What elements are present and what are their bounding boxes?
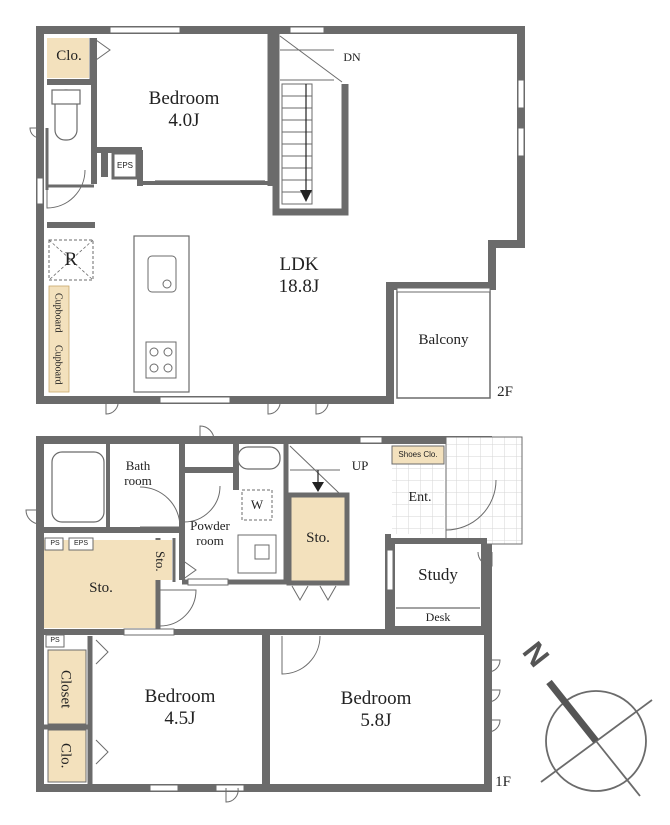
cupboard-2f bbox=[48, 285, 70, 393]
ps-1f bbox=[44, 537, 64, 551]
washer bbox=[241, 489, 273, 521]
bathtub bbox=[51, 451, 105, 523]
refrigerator-2f bbox=[48, 239, 94, 281]
ps-1f-b-label: PS bbox=[50, 637, 60, 644]
clo-1f bbox=[47, 729, 87, 783]
storage-stair bbox=[286, 492, 350, 586]
balcony-area bbox=[396, 290, 491, 399]
entrance-label: Ent. bbox=[408, 490, 432, 505]
floor-2-label: 2F bbox=[497, 384, 513, 400]
storage-main-label: Sto. bbox=[89, 580, 113, 596]
kitchen-sink bbox=[147, 255, 177, 293]
floor-2 bbox=[29, 26, 525, 415]
floor-1-label: 1F bbox=[495, 774, 511, 790]
washer-label: W bbox=[250, 497, 264, 512]
shoes-closet bbox=[391, 445, 445, 465]
floor-1 bbox=[25, 425, 523, 803]
entrance-porch bbox=[445, 436, 523, 545]
windows-1f bbox=[123, 436, 394, 792]
compass bbox=[540, 679, 653, 797]
stairs-2f-label: DN bbox=[343, 50, 361, 64]
balcony-label: Balcony bbox=[418, 332, 469, 348]
closet-2f bbox=[47, 38, 89, 78]
desk-label: Desk bbox=[425, 610, 451, 624]
eps-1f bbox=[68, 537, 94, 551]
eps-2f-label: EPS bbox=[116, 161, 133, 170]
stair-treads-2f bbox=[279, 35, 343, 205]
powder-label: Powder room bbox=[190, 518, 230, 548]
doors-1f bbox=[25, 425, 501, 803]
bath-label: Bath room bbox=[124, 458, 152, 488]
storage-small bbox=[150, 540, 172, 580]
eps-1f-label: EPS bbox=[73, 540, 88, 547]
refrigerator-label: R bbox=[64, 249, 78, 270]
storage-stair-label: Sto. bbox=[306, 530, 330, 546]
shoes-closet-label: Shoes Clo. bbox=[398, 450, 438, 459]
closet-1f bbox=[47, 649, 87, 725]
study-label: Study bbox=[418, 565, 458, 584]
doors-2f bbox=[29, 39, 329, 415]
storage-main bbox=[44, 540, 158, 628]
closet-1f-label: Closet bbox=[57, 669, 74, 709]
eps-2f bbox=[111, 151, 139, 180]
storage-small-label: Sto. bbox=[152, 550, 168, 572]
closet-2f-label: Clo. bbox=[56, 48, 82, 64]
kitchen-stove bbox=[145, 341, 177, 379]
ps-1f-label: PS bbox=[50, 540, 60, 547]
doors-storage-stair bbox=[291, 585, 337, 602]
ps-1f-b bbox=[45, 634, 65, 648]
cupboard-label-2: Cupboard bbox=[52, 345, 64, 385]
stairs-1f-label: UP bbox=[351, 458, 369, 473]
toilet-1f bbox=[237, 446, 281, 470]
cupboard-label-1: Cupboard bbox=[52, 293, 64, 333]
windows-2f bbox=[36, 26, 525, 404]
washbasin bbox=[237, 534, 277, 574]
clo-1f-label: Clo. bbox=[57, 743, 74, 769]
balcony-rail bbox=[396, 287, 491, 293]
stair-wall-2f bbox=[272, 34, 349, 216]
